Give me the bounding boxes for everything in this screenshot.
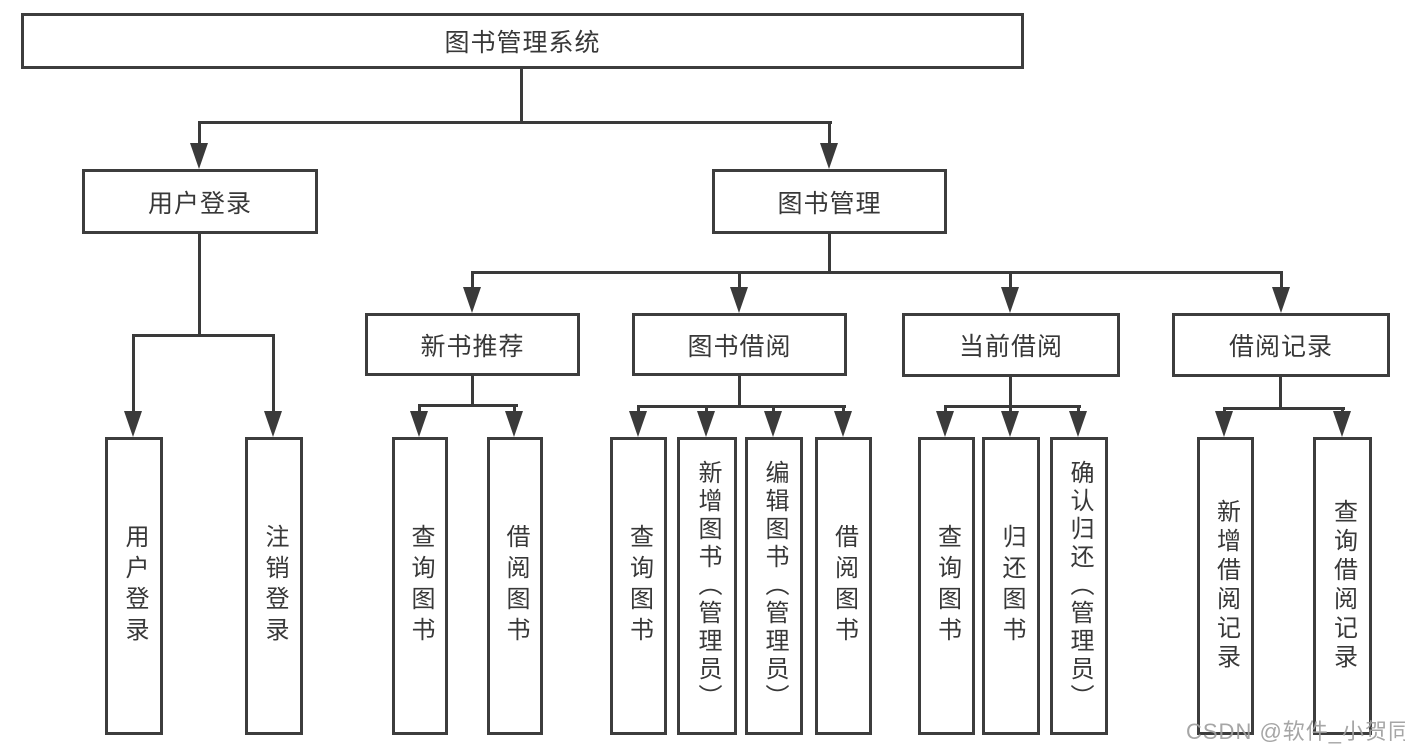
arrow-down-icon — [1333, 411, 1351, 437]
leaf-return-book: 归还图书 — [982, 437, 1040, 735]
connector-line — [944, 408, 947, 413]
node-current-borrow: 当前借阅 — [902, 313, 1120, 377]
connector-line — [272, 337, 275, 413]
arrow-down-icon — [1272, 287, 1290, 313]
connector-line — [1077, 408, 1080, 413]
arrow-down-icon — [463, 287, 481, 313]
leaf-borrow-book-1: 借阅图书 — [487, 437, 543, 735]
leaf-query-borrow-record: 查询借阅记录 — [1313, 437, 1372, 735]
arrow-down-icon — [697, 411, 715, 437]
arrow-down-icon — [936, 411, 954, 437]
leaf-add-book-admin: 新增图书（管理员） — [677, 437, 737, 735]
connector-line — [198, 121, 832, 124]
connector-line — [842, 408, 845, 413]
connector-line — [1009, 408, 1012, 413]
arrow-down-icon — [820, 143, 838, 169]
arrow-down-icon — [834, 411, 852, 437]
node-borrow-records: 借阅记录 — [1172, 313, 1390, 377]
connector-line — [637, 405, 846, 408]
node-book-borrow: 图书借阅 — [632, 313, 847, 376]
connector-line — [1009, 274, 1012, 289]
connector-line — [738, 376, 741, 408]
connector-line — [772, 408, 775, 413]
connector-line — [471, 271, 1283, 274]
connector-line — [1279, 377, 1282, 410]
leaf-user-login: 用户登录 — [105, 437, 163, 735]
leaf-borrow-book-2: 借阅图书 — [815, 437, 872, 735]
leaf-query-book-1: 查询图书 — [392, 437, 448, 735]
arrow-down-icon — [1001, 411, 1019, 437]
connector-line — [1009, 377, 1012, 408]
arrow-down-icon — [629, 411, 647, 437]
leaf-edit-book-admin: 编辑图书（管理员） — [745, 437, 803, 735]
arrow-down-icon — [764, 411, 782, 437]
connector-line — [1223, 407, 1345, 410]
connector-line — [471, 274, 474, 289]
arrow-down-icon — [124, 411, 142, 437]
connector-line — [828, 124, 831, 145]
connector-line — [198, 124, 201, 145]
node-new-book-recommend: 新书推荐 — [365, 313, 580, 376]
connector-line — [471, 376, 474, 407]
connector-line — [944, 405, 1081, 408]
leaf-logout: 注销登录 — [245, 437, 303, 735]
arrow-down-icon — [1001, 287, 1019, 313]
arrow-down-icon — [410, 411, 428, 437]
arrow-down-icon — [190, 143, 208, 169]
connector-line — [513, 407, 516, 413]
arrow-down-icon — [730, 287, 748, 313]
leaf-query-book-2: 查询图书 — [610, 437, 667, 735]
connector-line — [1280, 274, 1283, 289]
leaf-add-borrow-record: 新增借阅记录 — [1197, 437, 1254, 735]
leaf-query-book-3: 查询图书 — [918, 437, 975, 735]
connector-line — [132, 334, 275, 337]
connector-line — [637, 408, 640, 413]
node-book-management: 图书管理 — [712, 169, 947, 234]
connector-line — [418, 407, 421, 413]
arrow-down-icon — [505, 411, 523, 437]
connector-line — [828, 234, 831, 274]
connector-line — [132, 337, 135, 413]
watermark: CSDN @软件_小贺同学 — [1186, 719, 1405, 744]
arrow-down-icon — [1215, 411, 1233, 437]
connector-line — [520, 69, 523, 123]
connector-line — [738, 274, 741, 289]
arrow-down-icon — [1069, 411, 1087, 437]
leaf-confirm-return-admin: 确认归还（管理员） — [1050, 437, 1108, 735]
arrow-down-icon — [264, 411, 282, 437]
connector-line — [418, 404, 518, 407]
connector-line — [198, 234, 201, 337]
node-user-login: 用户登录 — [82, 169, 318, 234]
node-root: 图书管理系统 — [21, 13, 1024, 69]
connector-line — [705, 408, 708, 413]
